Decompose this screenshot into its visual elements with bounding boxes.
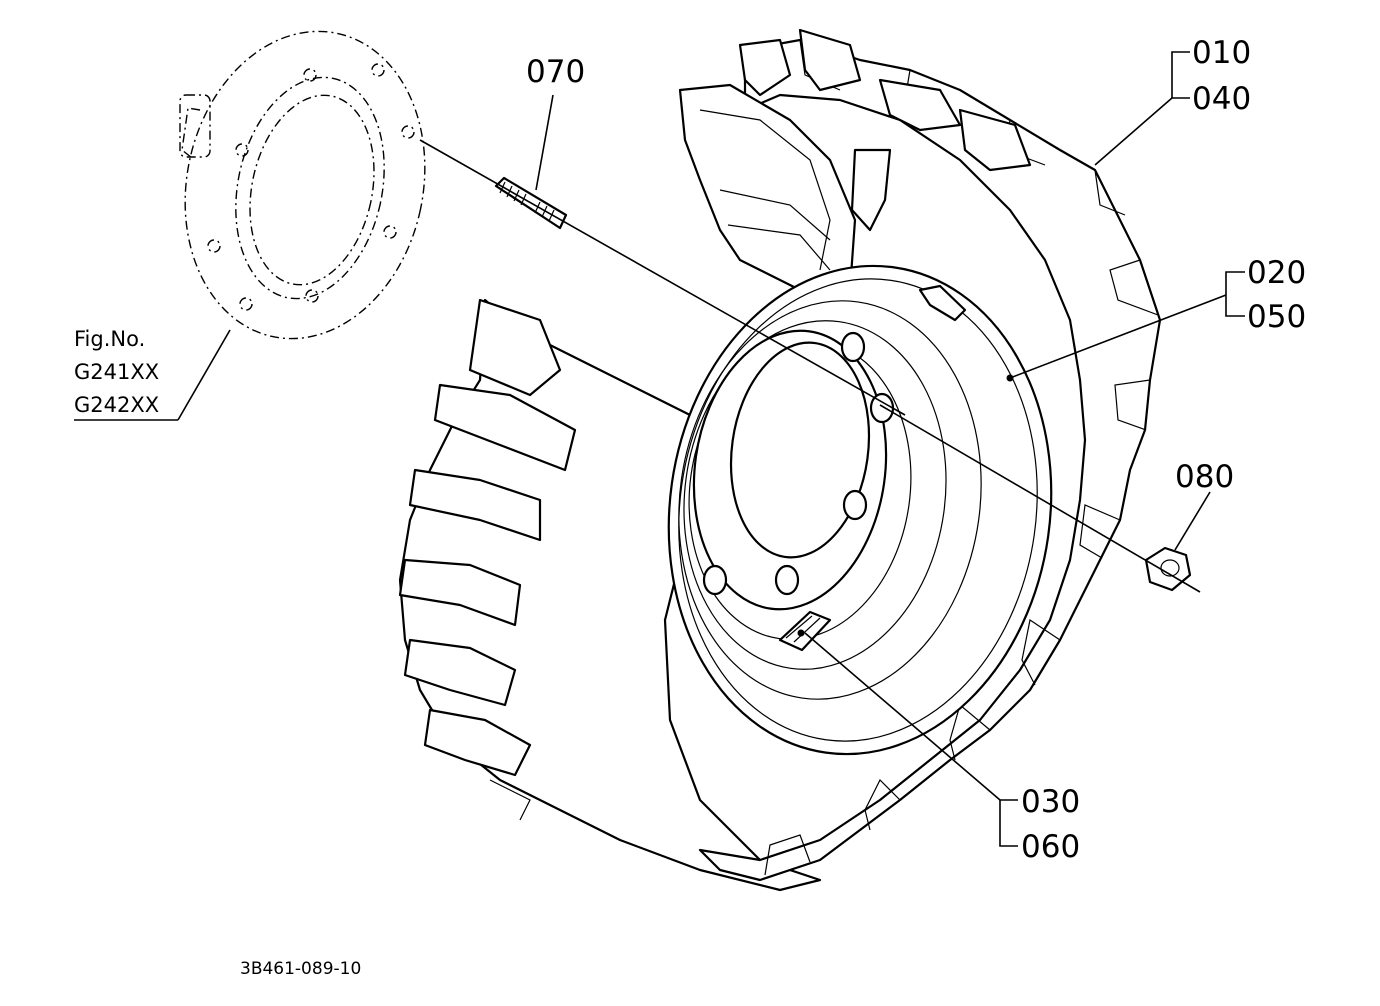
wheel-rim xyxy=(667,264,1053,756)
callout-080: 080 xyxy=(1175,459,1234,495)
callout-070: 070 xyxy=(526,54,585,90)
leader-lines xyxy=(74,51,1245,847)
callout-040: 040 xyxy=(1192,81,1251,117)
callout-010: 010 xyxy=(1192,35,1251,71)
fig-no-label: Fig.No. xyxy=(74,327,145,351)
valve-stem xyxy=(918,284,967,322)
callout-020: 020 xyxy=(1247,255,1306,291)
axle-flange xyxy=(179,30,426,340)
fig-ref-2: G242XX xyxy=(74,393,159,417)
wheel-nut xyxy=(1144,546,1192,592)
label-decal xyxy=(778,610,832,652)
drawing-code: 3B461-089-10 xyxy=(240,959,361,979)
fig-ref-1: G241XX xyxy=(74,360,159,384)
tire xyxy=(398,28,1162,892)
callout-030: 030 xyxy=(1021,784,1080,820)
callout-060: 060 xyxy=(1021,829,1080,865)
callout-050: 050 xyxy=(1247,299,1306,335)
